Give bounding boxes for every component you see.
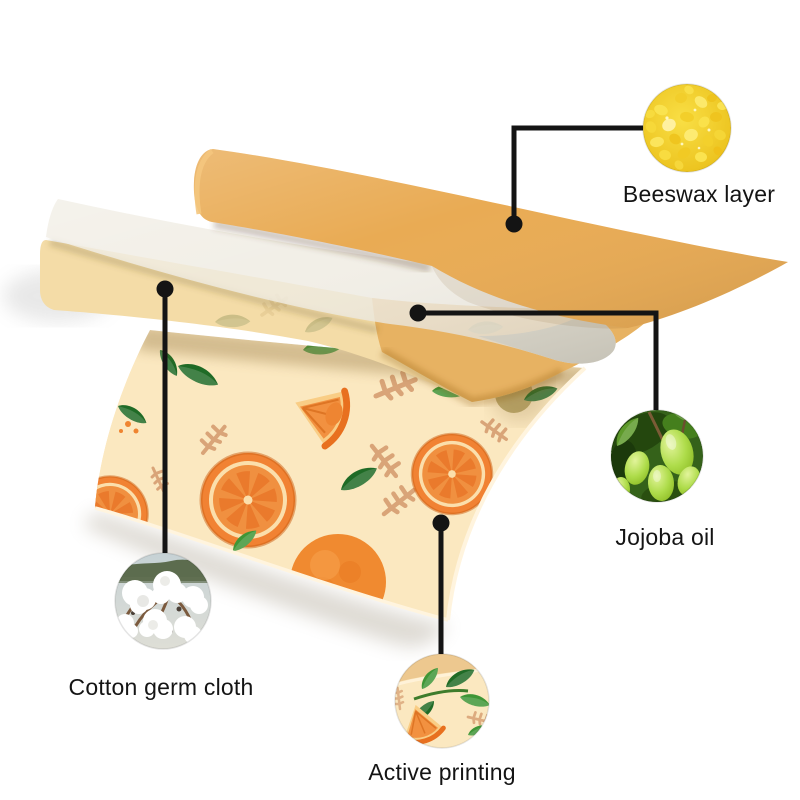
white-sheet-cast-shadow bbox=[48, 238, 379, 334]
fabric-right-edge bbox=[446, 366, 587, 621]
beeswax-fold-shade bbox=[432, 266, 628, 329]
cotton-bolls bbox=[116, 571, 208, 644]
beeswax-sheet-cast-shadow bbox=[213, 219, 432, 273]
beeswax-curl-highlight bbox=[194, 149, 214, 215]
beeswax-layer-label: Beeswax layer bbox=[622, 181, 776, 207]
jojoba-fruit bbox=[660, 429, 694, 475]
connector-printing-dot bbox=[432, 514, 450, 532]
jojoba-sheet-layer bbox=[46, 199, 616, 364]
connector-beeswax-line bbox=[511, 125, 643, 224]
drape-edge-shadow bbox=[379, 347, 565, 408]
connector-jojoba-dot bbox=[409, 304, 427, 322]
active-printing-photo bbox=[394, 653, 490, 749]
connector-jojoba-line bbox=[418, 310, 659, 410]
beeswax-pellets-texture bbox=[645, 85, 727, 170]
connector-cotton-dot bbox=[156, 280, 174, 298]
fabric-bottom-edge bbox=[94, 506, 449, 622]
connector-beeswax-dot bbox=[505, 215, 523, 233]
connector-cotton bbox=[156, 280, 174, 553]
jojoba-oil-label: Jojoba oil bbox=[615, 524, 715, 550]
beeswax-sheet-shade bbox=[193, 149, 788, 328]
jojoba-sheet-shade bbox=[46, 199, 616, 364]
cotton-germ-cloth-label: Cotton germ cloth bbox=[68, 674, 254, 700]
cotton-plant-photo bbox=[114, 552, 212, 650]
active-printing-label: Active printing bbox=[368, 759, 516, 785]
connector-printing bbox=[432, 514, 450, 654]
connector-beeswax bbox=[505, 125, 643, 233]
connector-jojoba bbox=[409, 304, 659, 410]
jojoba-fruit-photo bbox=[610, 409, 704, 503]
beeswax-sheet-layer bbox=[193, 149, 788, 329]
fabric-drop-shadow bbox=[83, 512, 448, 647]
beeswax-pellets-photo bbox=[642, 83, 732, 173]
